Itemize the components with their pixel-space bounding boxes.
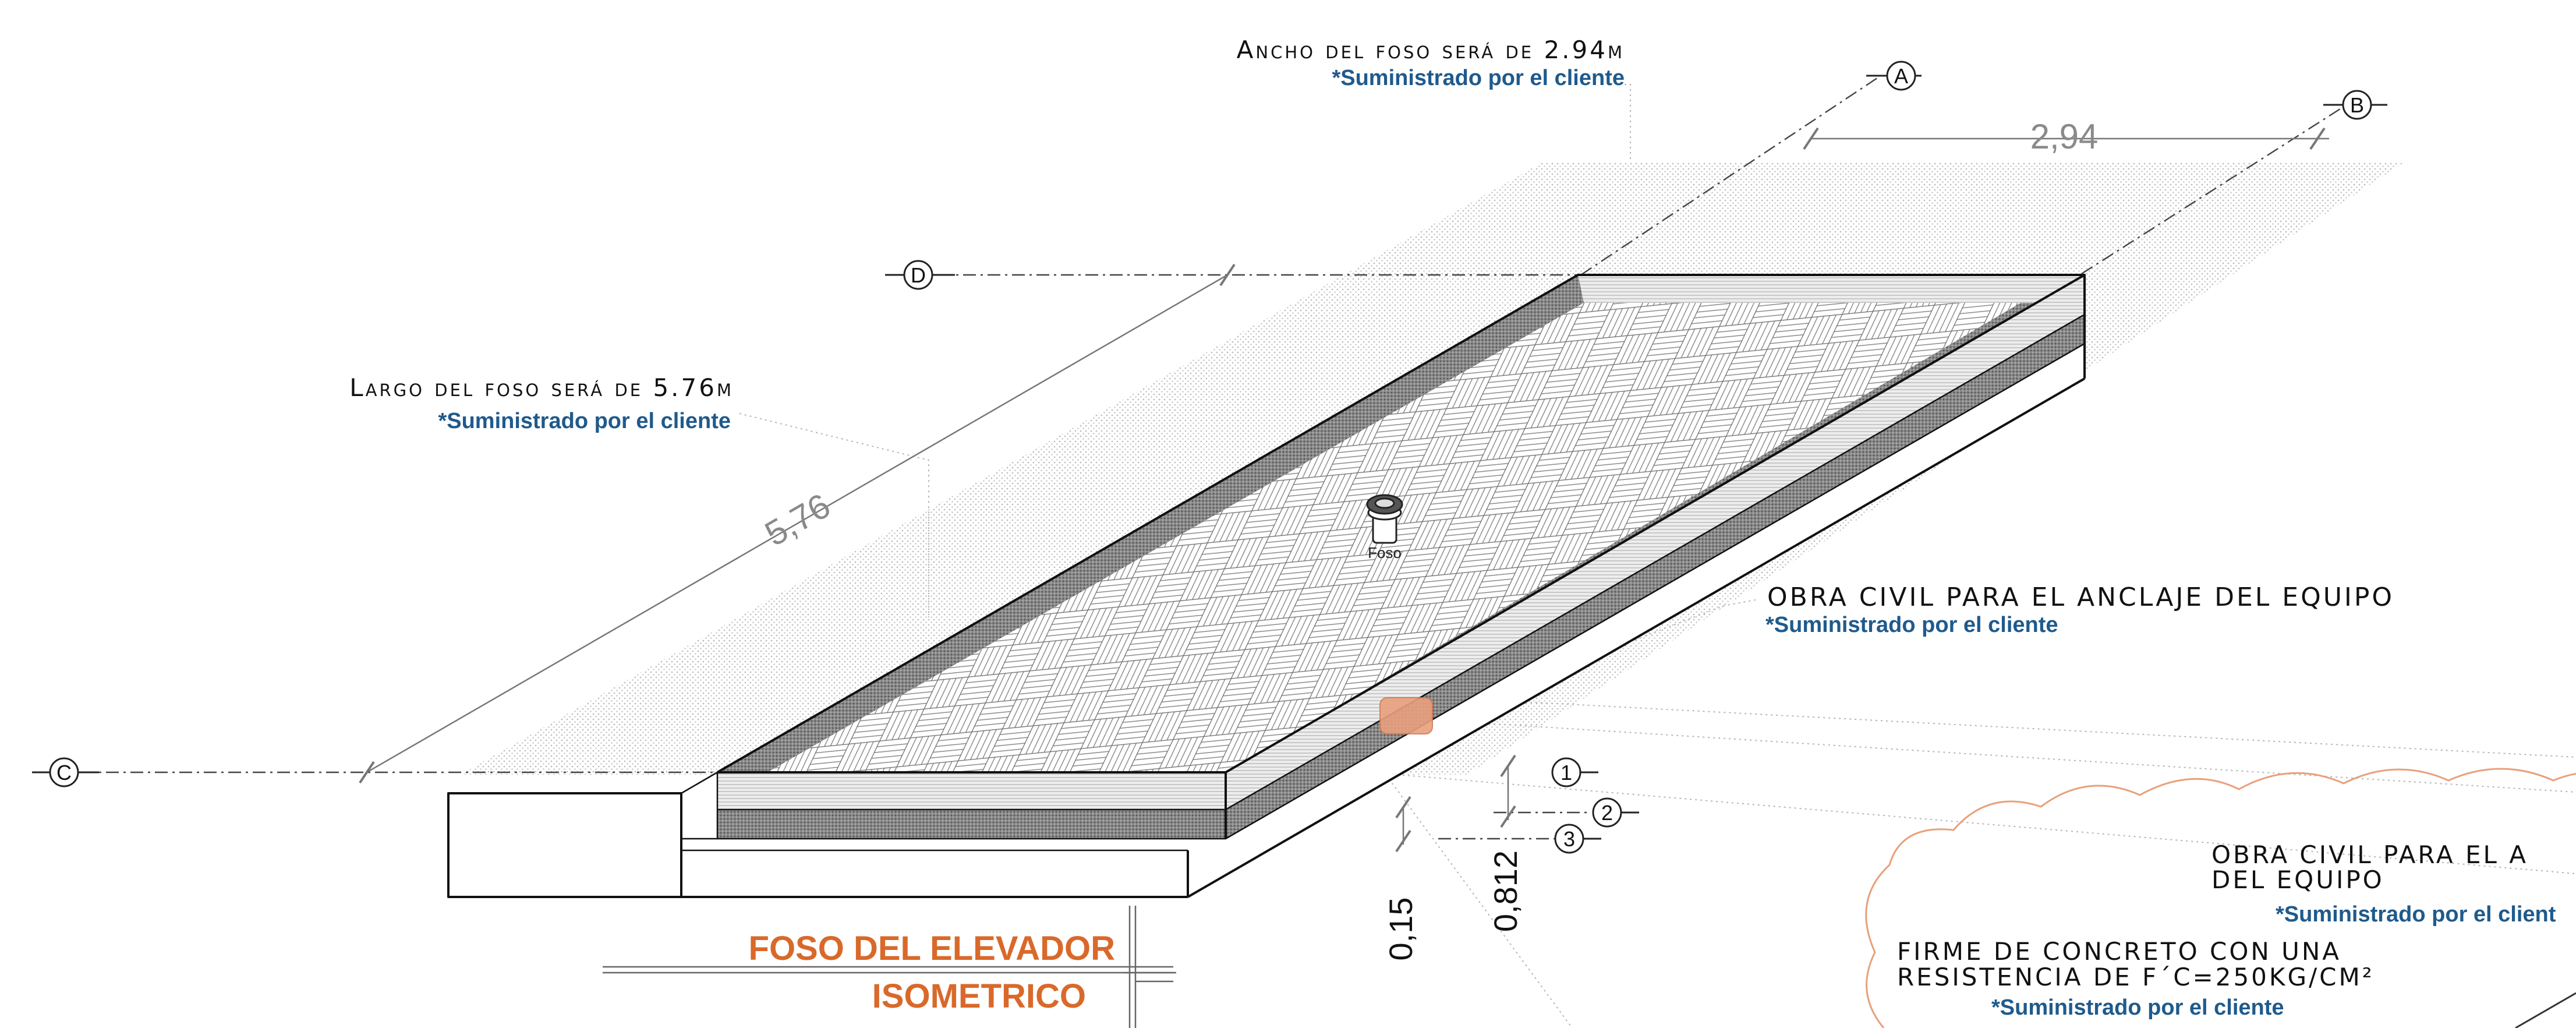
pit-wall-far [1578,275,2085,303]
dimension-width: 2,94 [2030,117,2099,156]
svg-text:2: 2 [1601,801,1613,825]
note-concrete-line2: RESISTENCIA DE F´C=250KG/CM² [1897,963,2375,991]
pit-front-base [681,839,1226,897]
level-marker-2: 2 [1592,797,1639,828]
grid-bubble-a: A [1866,61,1922,91]
svg-text:A: A [1894,64,1908,88]
dimension-lines [359,127,2329,853]
note-concrete-line1: FIRME DE CONCRETO CON UNA [1897,937,2341,966]
pit-side-band-dark [1226,315,2085,839]
pit-side-base [1188,344,2085,897]
note-length-supply: *Suministrado por el cliente [438,409,731,433]
title-line-2: ISOMETRICO [872,977,1086,1015]
note-length-label: Largo del foso será de 5.76m [349,373,734,402]
pit-side-band-light [1226,275,2085,810]
note-concrete-supply: *Suministrado por el cliente [1991,995,2284,1020]
level-marker-3: 3 [1554,824,1601,854]
corner-line [2515,992,2576,1028]
pit-outlines [447,274,2086,898]
anchor-highlight [1379,697,1433,734]
level-marker-1: 1 [1551,757,1598,787]
revision-cloud [1865,768,2576,1028]
svg-text:C: C [56,761,72,785]
dimension-length: 5,76 [758,486,837,553]
title-line-1: FOSO DEL ELEVADOR [749,930,1115,967]
note-width-supply: *Suministrado por el cliente [1332,66,1625,90]
note-cloud-line2: DEL EQUIPO [2211,866,2384,894]
leader-lines [739,84,2576,1028]
note-width-label: Ancho del foso será de 2.94m [1237,36,1625,64]
grid-bubble-b: B [2323,90,2387,120]
svg-text:3: 3 [1563,827,1575,851]
foso-drain-icon [1366,494,1403,544]
svg-text:1: 1 [1561,761,1572,785]
dimension-depth-a: 0,15 [1382,898,1419,961]
svg-text:B: B [2350,93,2364,117]
note-anchor-label: OBRA CIVIL PARA EL ANCLAJE DEL EQUIPO [1767,582,2394,612]
note-cloud-line1: OBRA CIVIL PARA EL A [2211,840,2528,869]
title-block-lines [603,906,1176,1028]
pit-front-band-dark [717,810,1226,839]
dimension-depth-b: 0,812 [1487,850,1524,932]
pit-front-band-light [717,772,1226,810]
grid-bubble-c: C [32,757,99,787]
grid-bubble-d: D [885,260,955,290]
svg-text:D: D [911,263,926,287]
note-anchor-supply: *Suministrado por el cliente [1765,613,2058,637]
note-cloud-supply: *Suministrado por el client [2276,902,2556,927]
foso-label: Foso [1368,544,1402,561]
